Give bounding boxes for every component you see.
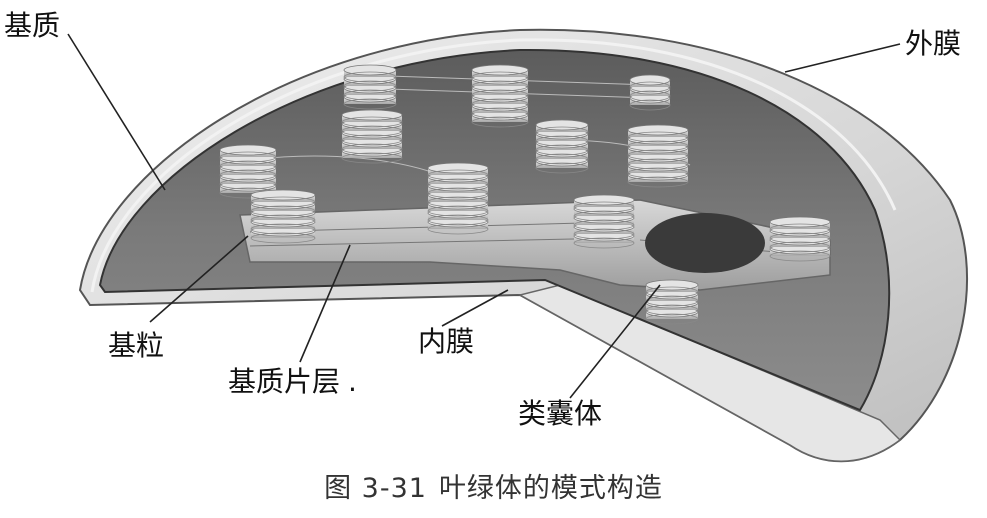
leader-granum xyxy=(149,235,249,323)
stroma-lamellae xyxy=(239,74,831,291)
thylakoid-disc-edge xyxy=(627,149,689,161)
thylakoid-disc-edge xyxy=(573,210,635,222)
thylakoid-disc-edge xyxy=(573,201,635,213)
thylakoid-disc-edge xyxy=(427,205,489,217)
thylakoid-disc-edge xyxy=(250,196,316,208)
label-stroma-lamella-text: 基质片层 xyxy=(228,365,341,398)
thylakoid-disc-edge xyxy=(219,169,277,181)
label-matrix: 基质 xyxy=(4,9,61,42)
thylakoid-disc-edge xyxy=(627,140,689,152)
label-granum: 基粒 xyxy=(108,329,165,362)
granum-stack xyxy=(219,144,277,199)
thylakoid-disc-edge xyxy=(427,178,489,190)
granum-stack xyxy=(769,216,831,262)
label-stroma-lamella: 基质片层. xyxy=(228,366,357,398)
thylakoid-disc-edge xyxy=(250,205,316,217)
thylakoid-disc-edge xyxy=(471,116,529,128)
thylakoid-disc-edge xyxy=(769,250,831,262)
granum-stack xyxy=(343,64,397,110)
thylakoid-disc-edge xyxy=(250,214,316,226)
figure-caption: 图 3-31 叶绿体的模式构造 xyxy=(0,466,987,505)
thylakoid-disc-edge xyxy=(645,304,699,316)
label-inner-membrane: 内膜 xyxy=(418,325,475,358)
thylakoid-disc-edge xyxy=(471,80,529,92)
granum-stack xyxy=(629,74,671,111)
thylakoid-disc-edge xyxy=(343,71,397,83)
thylakoid-disc-edge xyxy=(769,241,831,253)
leader-matrix xyxy=(67,33,166,191)
thylakoid-disc-edge xyxy=(427,214,489,226)
thylakoid-disc-edge xyxy=(471,98,529,110)
granum-stack xyxy=(341,109,403,164)
granum-stack xyxy=(535,119,589,174)
thylakoid-disc-edge xyxy=(341,116,403,128)
thylakoid-disc-edge xyxy=(629,81,671,93)
leader-stroma-lamella xyxy=(299,244,351,363)
thylakoid-disc-edge xyxy=(645,295,699,307)
thylakoid-disc-edge xyxy=(535,162,589,174)
thylakoid-disc-edge xyxy=(629,99,671,111)
thylakoid-disc-edge xyxy=(769,232,831,244)
thylakoid-disc-edge xyxy=(250,223,316,235)
thylakoid-disc-edge xyxy=(535,144,589,156)
grana-stacks xyxy=(219,64,831,325)
granum-stack xyxy=(427,162,489,235)
leader-inner-membrane xyxy=(441,289,509,327)
thylakoid-disc-edge xyxy=(427,169,489,181)
thylakoid-disc-edge xyxy=(341,143,403,155)
label-outer-membrane: 外膜 xyxy=(905,27,962,60)
leader-outer-membrane xyxy=(784,43,901,73)
thylakoid-disc-edge xyxy=(341,152,403,164)
granum-stack xyxy=(627,124,689,188)
thylakoid-disc-edge xyxy=(573,228,635,240)
inner-membrane-line xyxy=(90,38,897,293)
thylakoid-disc-edge xyxy=(471,107,529,119)
thylakoid-disc-edge xyxy=(645,286,699,298)
thylakoid-disc-edge xyxy=(343,98,397,110)
thylakoid-disc-edge xyxy=(629,90,671,102)
thylakoid-disc-edge xyxy=(535,153,589,165)
leader-thylakoid xyxy=(569,284,661,399)
thylakoid-disc-edge xyxy=(427,196,489,208)
thylakoid-disc-edge xyxy=(627,131,689,143)
thylakoid-disc-edge xyxy=(535,126,589,138)
thylakoid-disc-edge xyxy=(219,151,277,163)
thylakoid-disc-edge xyxy=(573,237,635,249)
thylakoid-disc-edge xyxy=(471,71,529,83)
caption-title: 叶绿体的模式构造 xyxy=(438,473,663,504)
thylakoid-disc-edge xyxy=(427,223,489,235)
thylakoid-disc-edge xyxy=(645,313,699,325)
thylakoid-disc-edge xyxy=(535,135,589,147)
granum-stack xyxy=(471,64,529,128)
thylakoid-disc-edge xyxy=(769,223,831,235)
thylakoid-disc-edge xyxy=(627,158,689,170)
thylakoid-disc-edge xyxy=(219,178,277,190)
label-stroma-lamella-dot: . xyxy=(348,365,357,398)
thylakoid-disc-edge xyxy=(427,187,489,199)
thylakoid-disc-edge xyxy=(573,219,635,231)
granum-stack xyxy=(645,279,699,325)
thylakoid-disc-edge xyxy=(343,80,397,92)
caption-number: 图 3-31 xyxy=(324,473,427,504)
label-thylakoid: 类囊体 xyxy=(518,397,603,430)
thylakoid-disc-edge xyxy=(250,232,316,244)
granum-stack xyxy=(573,194,635,249)
thylakoid-disc-edge xyxy=(471,89,529,101)
thylakoid-disc-edge xyxy=(627,167,689,179)
granum-stack xyxy=(250,189,316,244)
thylakoid-disc-edge xyxy=(341,134,403,146)
outer-membrane-cut-face xyxy=(517,284,902,462)
thylakoid-disc-edge xyxy=(341,125,403,137)
thylakoid-disc-edge xyxy=(627,176,689,188)
leader-lines xyxy=(67,33,901,399)
thylakoid-disc-edge xyxy=(343,89,397,101)
thylakoid-disc-edge xyxy=(219,160,277,172)
